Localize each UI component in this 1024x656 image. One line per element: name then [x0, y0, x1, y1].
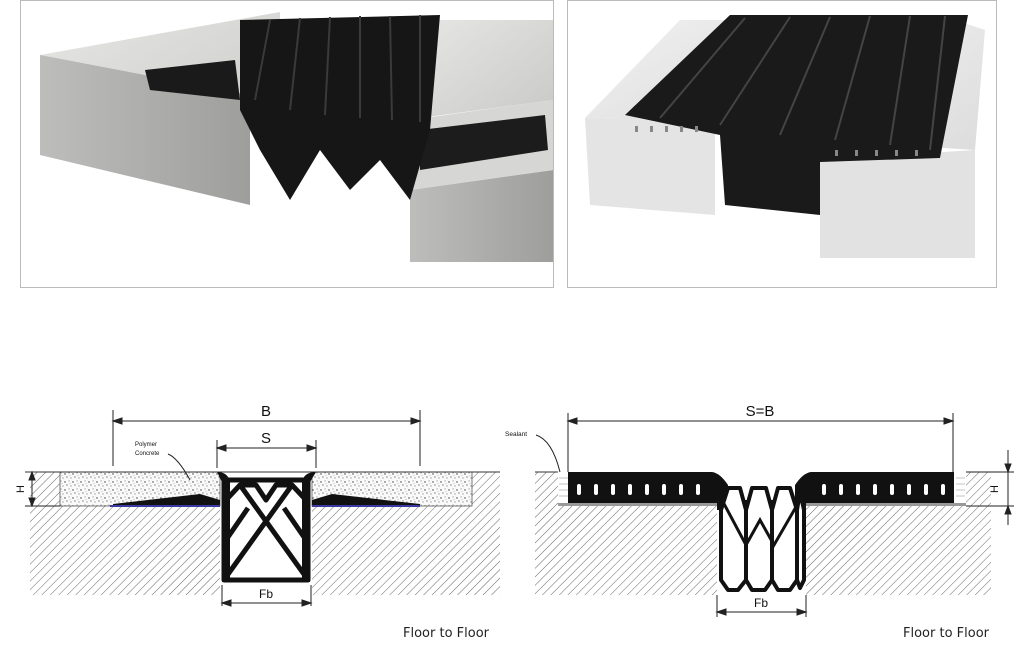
dim-label-h: H: [15, 485, 27, 493]
section-diagram-polymer-concrete: B S Fb H Polymer Concrete: [15, 403, 500, 607]
floor-joint-with-polymer-concrete-photo: [20, 0, 554, 288]
section-diagram-surface-mounted: S=B Fb H Sealant: [505, 403, 1014, 617]
dim-label-s: S: [261, 430, 271, 447]
callout-polymer: Polymer: [135, 442, 157, 448]
caption-left: Floor to Floor: [403, 626, 489, 641]
callout-concrete: Concrete: [135, 451, 160, 457]
dim-label-fb: Fb: [259, 587, 273, 601]
dim-label-fb: Fb: [754, 596, 768, 610]
floor-joint-surface-mounted-photo: [567, 0, 997, 288]
dim-label-s-equals-b: S=B: [746, 403, 775, 420]
dim-label-b: B: [261, 403, 271, 420]
caption-right: Floor to Floor: [903, 626, 989, 641]
callout-sealant: Sealant: [505, 431, 527, 438]
dim-label-h: H: [989, 485, 1001, 493]
